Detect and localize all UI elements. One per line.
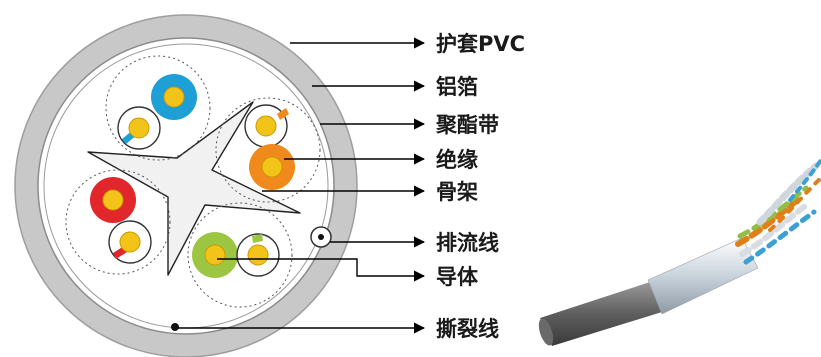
labels: 护套PVC 铝箔 聚酯带 绝缘 骨架 排流线 导体 撕裂线 (435, 32, 525, 341)
pair-strand (735, 195, 803, 247)
conductor (119, 231, 141, 253)
conductor (163, 86, 185, 108)
conductor (102, 189, 124, 211)
label-foil: 铝箔 (436, 75, 478, 99)
pair-strand (737, 185, 809, 239)
twisted-pairs (735, 158, 821, 265)
label-ripcord: 撕裂线 (436, 317, 499, 341)
stripe-green (252, 234, 263, 243)
pair-strand (768, 176, 821, 232)
label-conductor: 导体 (436, 265, 479, 289)
conductor (255, 115, 277, 137)
leader-conductor (217, 258, 426, 282)
conductor (261, 156, 283, 178)
cable-jacket-end (538, 318, 554, 346)
pair-group-green (187, 202, 293, 308)
label-tape: 聚酯带 (435, 113, 499, 137)
pair-strand (756, 162, 820, 226)
pair-group-orange (215, 97, 321, 203)
label-drain-wire: 排流线 (436, 231, 499, 255)
cross-section (14, 14, 358, 357)
stripe-orange (277, 108, 289, 120)
cable-foil-segment (647, 237, 759, 315)
pair-strand (788, 158, 821, 202)
label-jacket: 护套PVC (436, 32, 525, 56)
cross-filler (87, 101, 301, 276)
leader-lines (178, 37, 426, 334)
conductor (204, 244, 226, 266)
label-cross-filler: 骨架 (436, 180, 478, 204)
cable-photo (538, 158, 821, 346)
cable-jacket-segment (540, 282, 662, 346)
conductor (128, 117, 150, 139)
pair-group-blue (105, 55, 211, 161)
drain-wire-core (318, 234, 324, 240)
conductor (247, 244, 269, 266)
ripcord (171, 323, 179, 331)
pair-strand (743, 209, 817, 265)
pair-group-red (65, 169, 171, 275)
label-insulation: 绝缘 (436, 148, 478, 172)
pair-strand (739, 201, 811, 257)
